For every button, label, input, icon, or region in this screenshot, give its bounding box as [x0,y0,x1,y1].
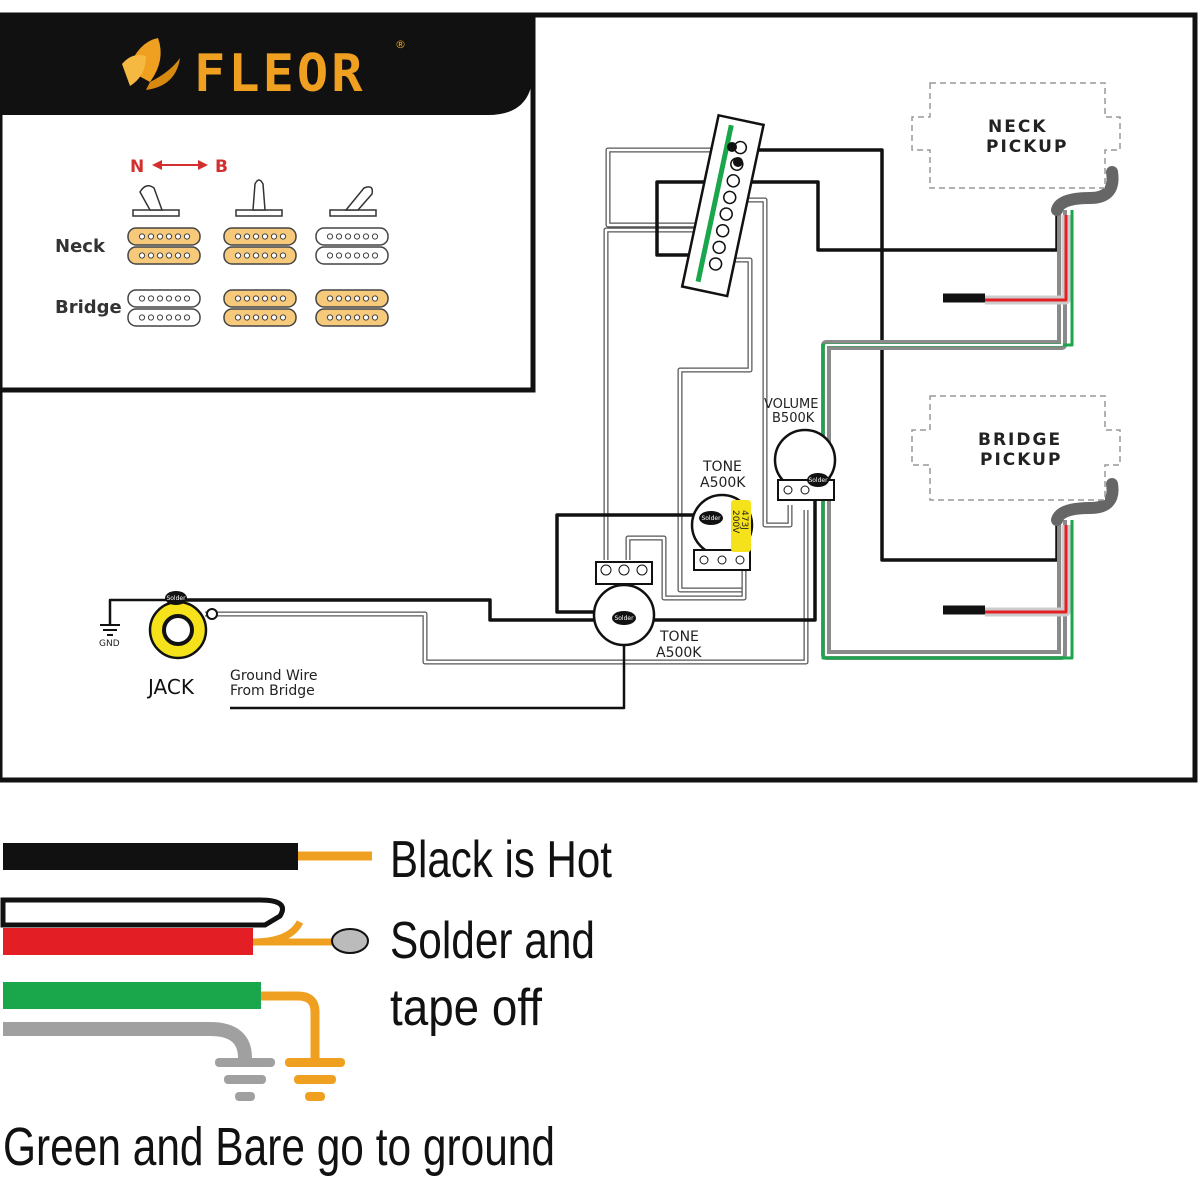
capacitor-value-1: 473J [739,510,749,530]
legend-red-wire [3,928,253,955]
tone-upper-label-2: A500K [700,475,746,491]
white-wires [205,147,809,665]
brand-logo [122,38,180,90]
svg-text:Solder: Solder [808,477,828,484]
toggle-middle-icon [235,179,283,217]
tone-pot-lower: Solder TONE A500K [592,561,702,661]
neck-letter: N [130,157,144,177]
humbucker-icon-neck-2 [223,227,297,265]
bridge-letter: B [215,157,228,177]
bridge-pickup-label-1: BRIDGE [978,430,1062,450]
ground-symbol-icon [100,624,120,636]
ground-wire-label-2: From Bridge [230,683,315,699]
toggle-neck-icon [132,185,180,217]
svg-text:Solder: Solder [166,595,186,602]
brand-registered: ® [395,38,406,51]
black-wire-switch-tone [655,180,705,257]
legend-black-hot: Black is Hot [390,831,612,889]
neck-pickup-label-2: PICKUP [986,137,1068,157]
legend-green-wire [3,982,261,1009]
wiring [108,147,1119,710]
gray-ground-icon [215,1058,275,1101]
legend-solder-2: tape off [390,979,542,1037]
volume-solder-tag [807,473,829,487]
humbucker-icon-bridge-2 [223,289,297,327]
switch-lug [719,207,733,221]
switch-lug [722,190,737,205]
legend-white-wire [0,897,285,928]
switch-lug [715,223,730,238]
volume-label-2: B500K [772,411,815,426]
black-wire-tone-loop [555,513,712,614]
neck-pickup: NECK PICKUP [911,82,1121,189]
gnd-wire [108,598,176,625]
humbucker-chart [127,227,389,327]
tone-pot-upper: Solder TONE A500K 473J 200V [690,459,754,571]
neck-pickup-label-1: NECK [988,117,1048,137]
bridge-pickup: BRIDGE PICKUP [911,395,1121,501]
humbucker-icon-bridge-3 [315,289,389,327]
tone-lower-solder-tag [612,611,636,625]
svg-text:Solder: Solder [614,615,634,622]
legend: Black is Hot Solder and tape off Green a… [0,831,612,1177]
humbucker-icon-neck-3 [315,227,389,265]
capacitor [731,500,751,552]
gnd-label: GND [99,639,120,649]
humbucker-icon-neck-1 [127,227,201,265]
tone-lower-label-2: A500K [656,645,702,661]
ground-bundle-green [821,210,1074,660]
row-label-bridge: Bridge [55,297,122,318]
legend-gray-wire [3,1022,252,1059]
legend-black-wire [3,843,298,870]
legend-solder-1: Solder and [390,912,595,970]
toggle-bridge-icon [329,186,377,217]
ground-wire-label-1: Ground Wire [230,668,317,684]
humbucker-icon-bridge-1 [127,289,201,327]
black-wire-jack [176,500,817,622]
capacitor-value-2: 200V [730,510,740,534]
switch-chart-border [0,13,536,393]
orange-ground-icon [285,1058,345,1101]
tone-upper-solder-tag [699,511,723,525]
svg-text:Solder: Solder [701,515,721,522]
three-way-switch [680,113,766,298]
bridge-pickup-label-2: PICKUP [980,450,1062,470]
tone-upper-label-1: TONE [702,459,742,475]
volume-label-1: VOLUME [764,397,818,412]
jack-solder-tag [165,591,187,605]
row-label-neck: Neck [55,236,106,257]
switch-lug [726,174,741,188]
brand-name: FLEOR [194,44,366,104]
legend-tape-cap [331,928,369,954]
output-jack: Solder JACK [146,591,218,699]
brand-banner [0,13,533,115]
ground-wire-bridge [230,630,626,710]
switch-lug [708,257,723,271]
volume-pot: Solder VOLUME B500K [764,397,837,501]
legend-ground: Green and Bare go to ground [3,1117,555,1177]
neck-cable [1051,166,1119,216]
tone-lower-label-1: TONE [659,629,699,645]
switch-lug [712,240,726,255]
jack-label: JACK [146,675,195,699]
direction-arrow [152,160,208,170]
bridge-cable [1051,478,1119,526]
